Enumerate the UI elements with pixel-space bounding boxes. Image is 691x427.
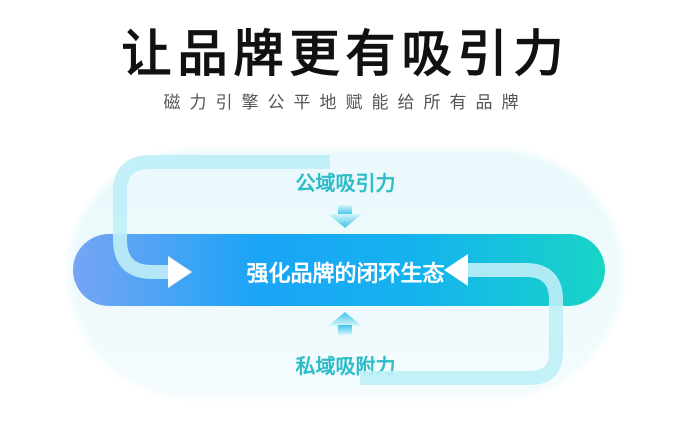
up-arrow-icon [328, 312, 362, 335]
page-subtitle: 磁力引擎公平地赋能给所有品牌 [163, 93, 528, 113]
page-title: 让品牌更有吸引力 [121, 25, 570, 83]
right-curved-arrow-icon [360, 254, 563, 385]
center-label: 强化品牌的闭环生态 [246, 262, 445, 287]
top-label: 公域吸引力 [295, 171, 396, 195]
down-arrow-icon [328, 205, 362, 228]
left-curved-arrow-icon [113, 155, 330, 288]
